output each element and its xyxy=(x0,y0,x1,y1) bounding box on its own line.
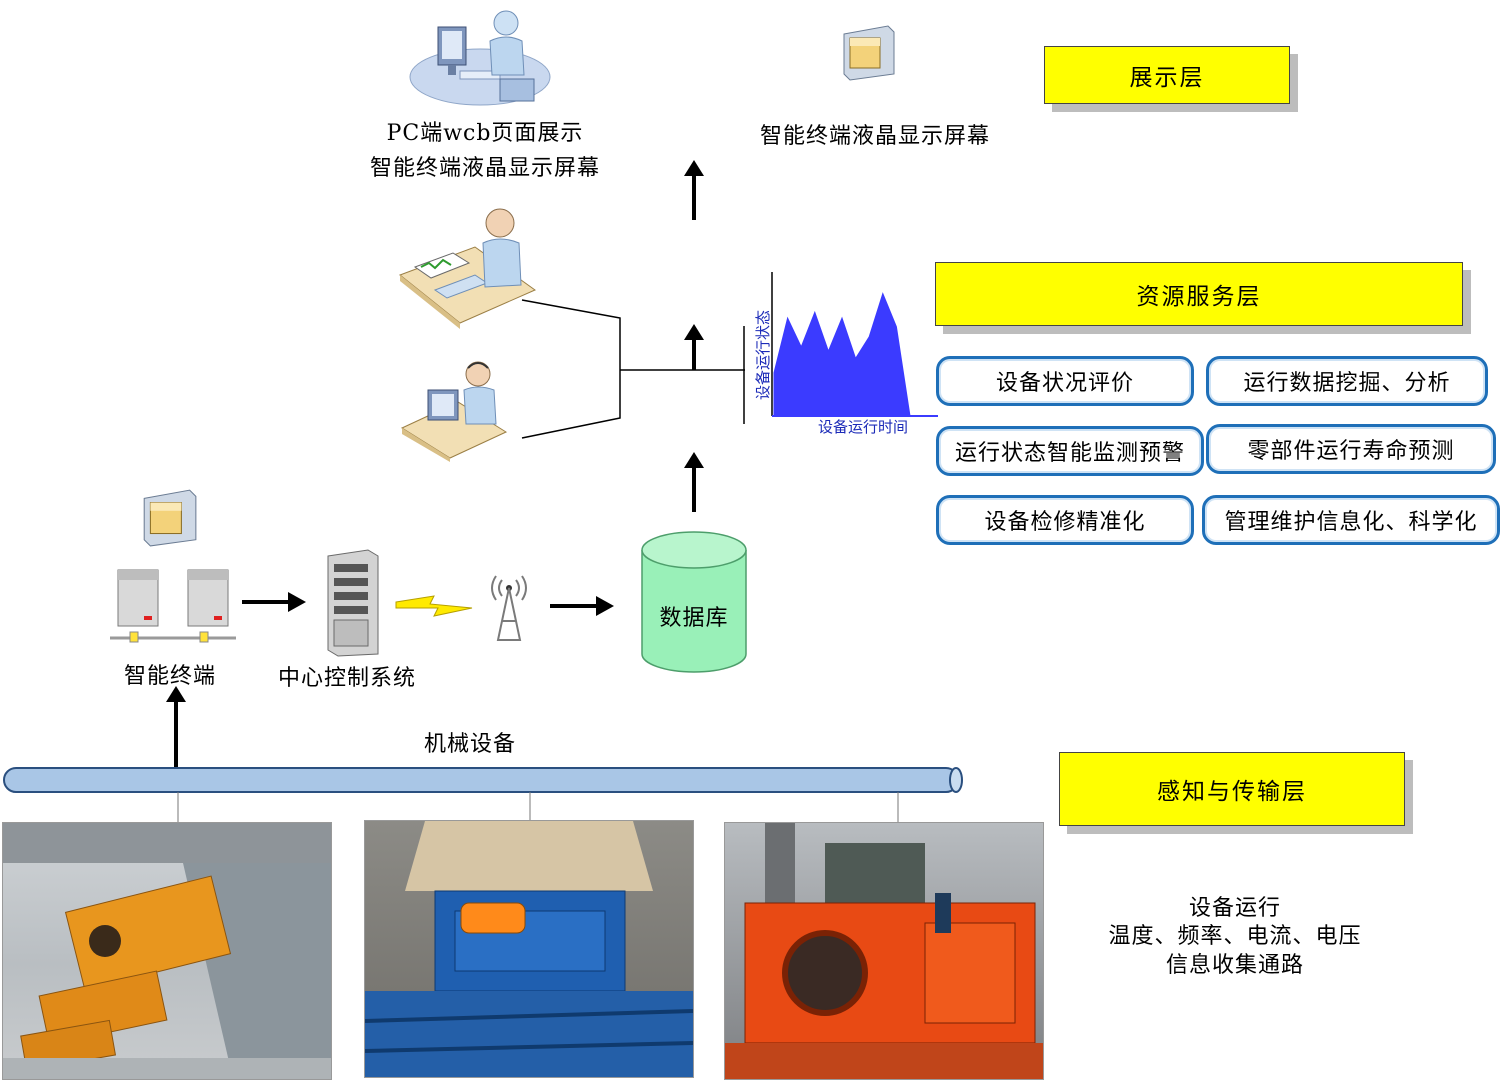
service-pill-4: 零部件运行寿命预测 xyxy=(1206,424,1496,474)
machinery-photo-1 xyxy=(2,822,332,1080)
service-label: 零部件运行寿命预测 xyxy=(1247,439,1455,464)
terminal-servers-icon xyxy=(110,569,236,643)
terminal-label: 智能终端 xyxy=(123,664,216,689)
center-label: 中心控制系统 xyxy=(277,666,416,691)
control-server-icon xyxy=(327,549,379,657)
chart-area-series xyxy=(773,292,911,417)
service-pill-3: 运行状态智能监测预警 xyxy=(936,426,1204,476)
terminal-monitor-icon xyxy=(843,25,895,81)
resource-layer-label: 资源服务层 xyxy=(1136,284,1262,310)
machinery-photo-3 xyxy=(724,822,1044,1080)
service-label: 运行状态智能监测预警 xyxy=(954,441,1185,466)
pc-display-label-1: PC端wcb页面展示 xyxy=(386,121,584,146)
info-line-1: 设备运行 xyxy=(1188,896,1281,921)
service-pill-2: 运行数据挖掘、分析 xyxy=(1206,356,1488,406)
perception-layer-label: 感知与传输层 xyxy=(1157,779,1307,805)
info-line-2: 温度、频率、电流、电压 xyxy=(1108,924,1362,949)
pc-display-label-2: 智能终端液晶显示屏幕 xyxy=(369,156,600,181)
display-layer-box: 展示层 xyxy=(1044,46,1290,104)
terminal-monitor-small-icon xyxy=(143,489,197,547)
arrow-mid xyxy=(684,324,704,370)
perception-layer-box: 感知与传输层 xyxy=(1059,752,1405,826)
service-label: 运行数据挖掘、分析 xyxy=(1243,371,1451,396)
machinery-label: 机械设备 xyxy=(423,732,516,757)
arrow-terminal-to-center xyxy=(242,592,306,612)
terminal-display-label: 智能终端液晶显示屏幕 xyxy=(759,124,990,149)
database-cylinder-icon xyxy=(641,531,747,673)
info-line-3: 信息收集通路 xyxy=(1165,953,1304,978)
status-chart: 设备运行状态 设备运行时间 xyxy=(743,272,938,436)
arrow-to-display xyxy=(684,160,704,220)
analyst-workstation-icon xyxy=(398,208,537,329)
resource-layer-box: 资源服务层 xyxy=(935,262,1463,326)
chart-xlabel: 设备运行时间 xyxy=(818,418,908,436)
service-label: 设备检修精准化 xyxy=(984,510,1146,535)
display-layer-label: 展示层 xyxy=(1129,65,1205,91)
arrow-from-database xyxy=(684,452,704,512)
machinery-photo-2 xyxy=(364,820,694,1078)
support-operator-icon xyxy=(400,361,508,462)
chart-ylabel: 设备运行状态 xyxy=(754,310,772,400)
service-pill-5: 设备检修精准化 xyxy=(936,495,1194,545)
arrow-to-terminal xyxy=(166,686,186,770)
service-pill-6: 管理维护信息化、科学化 xyxy=(1202,495,1500,545)
antenna-tower-icon xyxy=(491,575,527,641)
database-label: 数据库 xyxy=(659,606,729,631)
arrow-antenna-to-db xyxy=(550,596,614,616)
service-label: 管理维护信息化、科学化 xyxy=(1224,510,1478,535)
machinery-bus-pipe xyxy=(3,767,963,822)
service-label: 设备状况评价 xyxy=(995,371,1134,396)
service-pill-1: 设备状况评价 xyxy=(936,356,1194,406)
pc-user-icon xyxy=(409,10,551,106)
wireless-bolt-icon xyxy=(395,595,473,617)
